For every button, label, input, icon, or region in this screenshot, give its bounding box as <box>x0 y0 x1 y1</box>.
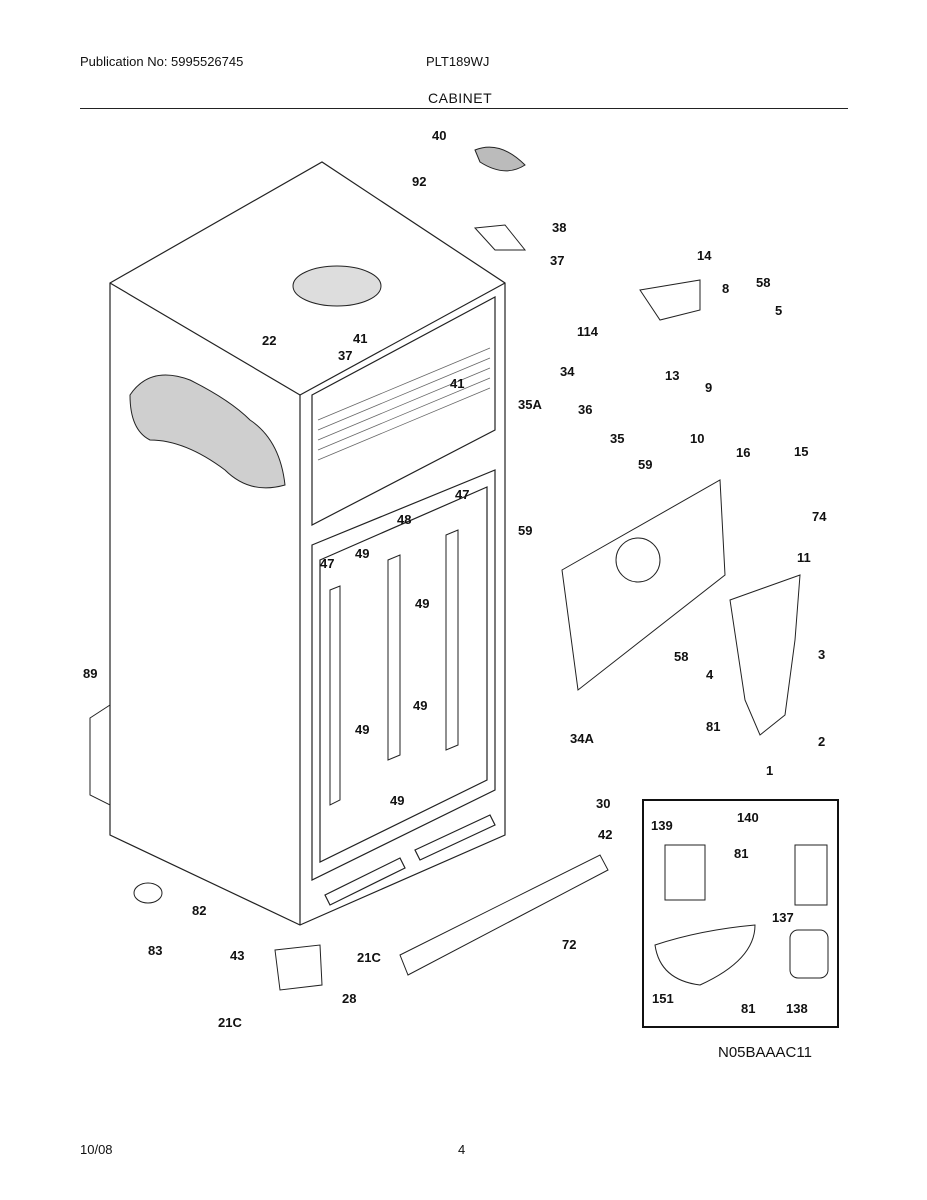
callout-label: 41 <box>353 331 367 346</box>
diagram-code: N05BAAAC11 <box>718 1044 812 1061</box>
callout-label: 21C <box>218 1015 242 1030</box>
callout-label: 47 <box>320 556 334 571</box>
evaporator-cover <box>561 479 726 691</box>
callout-label: 59 <box>518 523 532 538</box>
callout-label: 41 <box>450 376 464 391</box>
footer-date: 10/08 <box>80 1142 113 1157</box>
water-filter-inset <box>642 799 839 1028</box>
callout-label: 72 <box>562 937 576 952</box>
callout-label: 22 <box>262 333 276 348</box>
callout-label: 59 <box>638 457 652 472</box>
callout-label: 16 <box>736 445 750 460</box>
callout-label: 92 <box>412 174 426 189</box>
filter-cap <box>789 929 829 979</box>
callout-label: 13 <box>665 368 679 383</box>
callout-label: 48 <box>397 512 411 527</box>
callout-label: 49 <box>355 722 369 737</box>
top-hinge <box>473 224 527 251</box>
callout-label: 137 <box>772 910 794 925</box>
callout-label: 114 <box>577 324 599 339</box>
callout-label: 37 <box>338 348 352 363</box>
back-cover-panel <box>89 704 111 806</box>
callout-label: 82 <box>192 903 206 918</box>
callout-label: 81 <box>741 1001 755 1016</box>
callout-label: 58 <box>756 275 770 290</box>
callout-label: 47 <box>455 487 469 502</box>
callout-label: 49 <box>390 793 404 808</box>
callout-label: 38 <box>552 220 566 235</box>
toe-grille <box>399 854 609 976</box>
callout-label: 37 <box>550 253 564 268</box>
callout-label: 21C <box>357 950 381 965</box>
callout-label: 74 <box>812 509 827 524</box>
callout-label: 40 <box>432 128 446 143</box>
callout-label: 11 <box>797 550 811 565</box>
filter-cartridge <box>794 844 828 906</box>
callout-label: 89 <box>83 666 97 681</box>
callout-label: 1 <box>766 763 773 778</box>
roller <box>133 882 163 904</box>
callout-label: 36 <box>578 402 592 417</box>
filter-cover <box>654 924 756 986</box>
callout-label: 43 <box>230 948 244 963</box>
callout-label: 35A <box>518 397 542 412</box>
callout-label: 81 <box>734 846 748 861</box>
callout-label: 34A <box>570 731 594 746</box>
callout-label: 30 <box>596 796 610 811</box>
callout-label: 83 <box>148 943 162 958</box>
callout-label: 58 <box>674 649 688 664</box>
callout-label: 151 <box>652 991 674 1006</box>
callout-label: 8 <box>722 281 729 296</box>
shelf-supports <box>329 529 459 806</box>
callout-label: 49 <box>413 698 427 713</box>
callout-label: 15 <box>794 444 808 459</box>
side-insulation-panel <box>129 374 286 489</box>
callout-label: 10 <box>690 431 704 446</box>
callout-label: 49 <box>415 596 429 611</box>
callout-label: 2 <box>818 734 825 749</box>
callout-label: 5 <box>775 303 782 318</box>
callout-label: 138 <box>786 1001 808 1016</box>
page-number: 4 <box>458 1142 466 1157</box>
callout-label: 35 <box>610 431 624 446</box>
hinge-cover <box>474 146 526 172</box>
fan-motor-bracket <box>639 279 701 321</box>
fan-opening <box>615 537 661 583</box>
callout-label: 139 <box>651 818 673 833</box>
light-housing <box>729 574 801 736</box>
callout-label: 3 <box>818 647 825 662</box>
callout-label: 81 <box>706 719 720 734</box>
cabinet-body <box>109 161 506 926</box>
top-vent-housing <box>292 265 382 307</box>
callout-label: 49 <box>355 546 369 561</box>
callout-label: 28 <box>342 991 356 1006</box>
callout-label: 4 <box>706 667 714 682</box>
filter-head <box>664 844 706 901</box>
publication-number: Publication No: 5995526745 <box>80 54 244 69</box>
section-title: CABINET <box>428 90 493 106</box>
callout-label: 14 <box>697 248 712 263</box>
callout-label: 9 <box>705 380 712 395</box>
bottom-hinge <box>274 944 323 991</box>
model-number: PLT189WJ <box>426 54 490 69</box>
header-rule <box>80 108 848 109</box>
callout-label: 34 <box>560 364 575 379</box>
callout-label: 140 <box>737 810 759 825</box>
callout-label: 42 <box>598 827 612 842</box>
